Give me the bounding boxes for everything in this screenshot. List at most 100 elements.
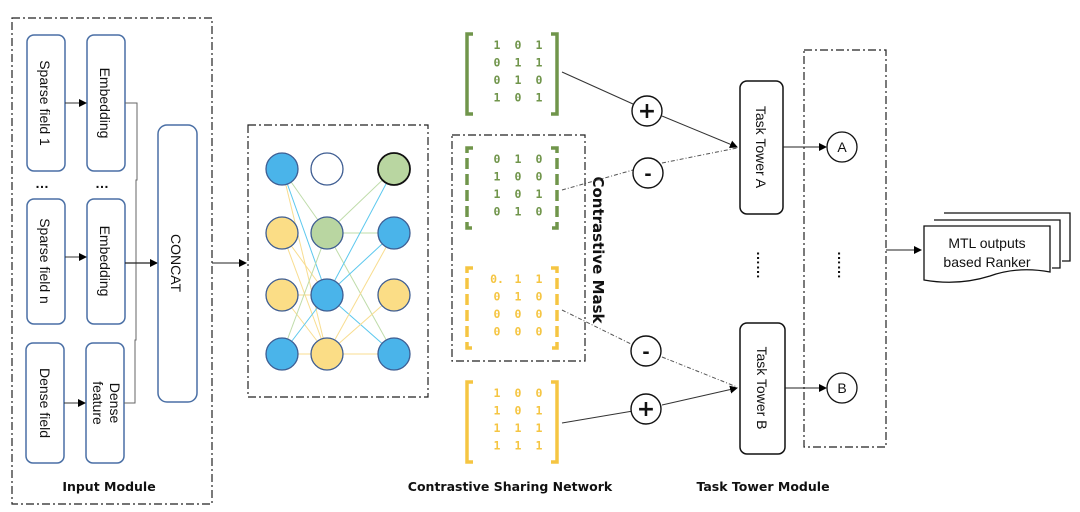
matrix-left-bracket — [465, 32, 473, 116]
network-node-white — [310, 152, 344, 186]
matrix-cell: 0 — [536, 290, 543, 304]
matrix-cell: 0 — [494, 73, 501, 87]
outputs-ellipsis: …… — [835, 251, 851, 279]
matrix-cell: 1 — [536, 38, 543, 52]
minus-operator-a: - — [632, 157, 664, 189]
matrix-cell: 1 — [494, 404, 501, 418]
matrix-cell: 0 — [494, 290, 501, 304]
matrix-cell: 0 — [536, 205, 543, 219]
connector-embedding1-bus — [124, 102, 138, 404]
line-matrix-a-neg-minus — [561, 169, 634, 191]
matrix-cell: 1 — [536, 272, 543, 286]
matrix-cell: 0 — [536, 325, 543, 339]
input-module-title: Input Module — [62, 479, 155, 494]
network-edge — [326, 168, 395, 296]
plus-icon: + — [638, 99, 656, 124]
matrix-cell: 0 — [494, 56, 501, 70]
line-matrix-b-neg-minus — [561, 309, 634, 346]
plus-icon: + — [637, 397, 655, 422]
network-node-yellow — [265, 216, 299, 250]
matrix-left-bracket — [465, 146, 473, 230]
matrix-cell: 1 — [536, 56, 543, 70]
matrix-cell: 1 — [494, 421, 501, 435]
matrix-cell: 1 — [515, 205, 522, 219]
network-edge — [281, 168, 328, 296]
network-node-blue — [377, 216, 411, 250]
matrix-cell: 1 — [494, 91, 501, 105]
matrix-right-bracket — [551, 380, 559, 464]
matrix-cell: 0 — [494, 205, 501, 219]
matrix-cell: 1 — [494, 386, 501, 400]
plus-operator-a: + — [631, 95, 663, 127]
matrix-cell: 1 — [536, 421, 543, 435]
matrix-left-bracket — [465, 266, 473, 350]
dense-feature-label-line1: Dense — [107, 383, 123, 424]
network-nodes — [265, 152, 411, 371]
line-matrix-a-pos-plus — [561, 71, 634, 105]
embedding-n-box[interactable] — [86, 198, 126, 325]
matrix-cell: 0 — [515, 38, 522, 52]
matrix-cell: 1 — [515, 439, 522, 453]
sparse-field-n-box[interactable] — [26, 198, 66, 325]
matrix-cell: 1 — [515, 272, 522, 286]
output-a: A — [826, 131, 858, 163]
network-edge — [281, 232, 328, 355]
matrix-left-bracket — [465, 380, 473, 464]
task-tower-a-label: Task Tower A — [753, 106, 769, 189]
dense-field-label: Dense field — [37, 368, 53, 438]
matrix-cell: 0 — [515, 386, 522, 400]
line-plus-tower-a — [661, 115, 738, 149]
minus-icon: - — [642, 342, 649, 363]
ranker-label-line2: based Ranker — [943, 254, 1031, 270]
matrix-cell: 1 — [536, 439, 543, 453]
matrix-cell: 0 — [515, 91, 522, 105]
sparse-field-n-label: Sparse field n — [37, 218, 53, 304]
matrix-cell: 0 — [494, 152, 501, 166]
ranker-document-stack[interactable]: MTL outputs based Ranker — [923, 212, 1071, 283]
network-node-green — [377, 152, 411, 186]
matrix-cell: 0 — [494, 325, 501, 339]
matrix-cell: 1 — [515, 290, 522, 304]
matrix-cell: 1 — [536, 187, 543, 201]
network-node-blue — [265, 337, 299, 371]
network-node-blue — [265, 152, 299, 186]
task-tower-b-label: Task Tower B — [754, 347, 770, 430]
output-a-label: A — [837, 139, 847, 155]
matrix-cell: 1 — [515, 421, 522, 435]
matrix-cell: 0 — [515, 187, 522, 201]
network-node-blue — [310, 278, 344, 312]
matrix-cell: 1 — [536, 91, 543, 105]
line-matrix-b-pos-plus — [561, 410, 634, 424]
network-node-yellow — [265, 278, 299, 312]
network-frame — [247, 124, 429, 398]
output-b-label: B — [837, 380, 846, 396]
task-tower-module-title: Task Tower Module — [696, 479, 829, 494]
tower-ellipsis: …… — [754, 251, 770, 279]
sparse-field-1-label: Sparse field 1 — [37, 60, 53, 146]
plus-operator-b: + — [630, 393, 662, 425]
matrix-cell: 0 — [536, 152, 543, 166]
matrix-cell: 0 — [515, 325, 522, 339]
outputs-frame — [803, 49, 887, 448]
matrix-cell: 0 — [536, 307, 543, 321]
minus-icon: - — [644, 164, 651, 185]
network-node-yellow — [377, 278, 411, 312]
network-edge — [326, 232, 395, 355]
matrix-cell: 0. — [490, 272, 504, 286]
matrix-cell: 1 — [515, 152, 522, 166]
embedding-n-label: Embedding — [97, 226, 113, 297]
matrix-cell: 0 — [515, 307, 522, 321]
input-module-frame — [11, 17, 213, 505]
network-edges — [281, 168, 395, 355]
concat-box[interactable] — [157, 124, 198, 403]
contrastive-mask-frame — [451, 134, 586, 362]
contrastive-sharing-network-title: Contrastive Sharing Network — [408, 479, 613, 494]
matrix-cell: 0 — [536, 386, 543, 400]
matrix-cell: 1 — [494, 187, 501, 201]
concat-label: CONCAT — [168, 234, 184, 293]
matrix-right-bracket — [551, 146, 559, 230]
